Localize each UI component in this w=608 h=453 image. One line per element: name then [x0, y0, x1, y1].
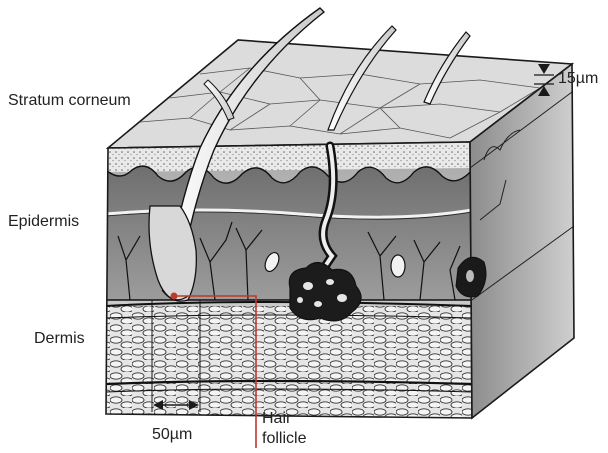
label-hair-follicle-line2: follicle: [262, 430, 306, 448]
label-stratum-corneum: Stratum corneum: [8, 92, 131, 110]
label-hair-follicle-line1: Hair: [262, 410, 291, 428]
label-thickness: 15µm: [558, 70, 598, 88]
label-dermis: Dermis: [34, 330, 85, 348]
label-width: 50µm: [152, 426, 192, 444]
label-epidermis: Epidermis: [8, 213, 79, 231]
